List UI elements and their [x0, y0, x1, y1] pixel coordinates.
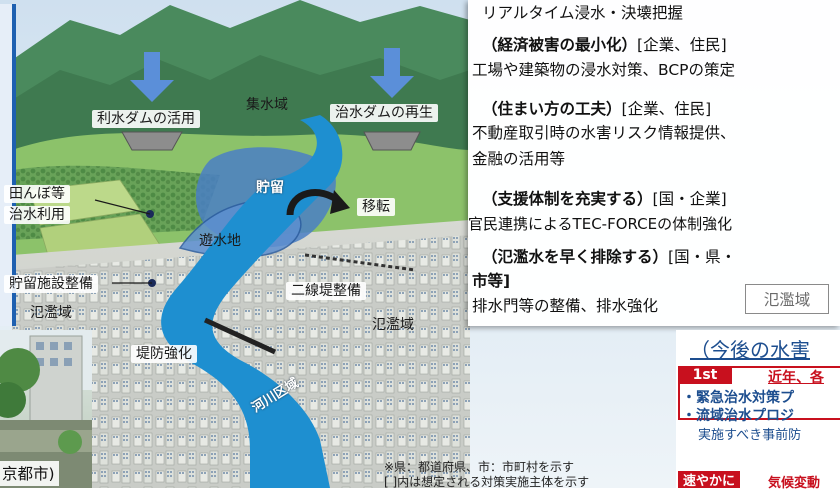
photo-caption: 京都市)	[0, 461, 59, 486]
second-badge: 速やかに	[678, 471, 740, 489]
river	[161, 115, 343, 488]
item-2-desc-2: 金融の活用等	[472, 150, 566, 168]
water-dam-structure	[121, 131, 183, 151]
relocation-arrowhead	[330, 190, 350, 214]
flood-dam-structure	[363, 131, 421, 151]
label-dam-regeneration: 治水ダムの再生	[330, 104, 438, 122]
item-3-actors: [国・企業]	[652, 190, 727, 208]
arrow-icon	[130, 52, 174, 102]
item-4-actors-2: 市等]	[472, 272, 511, 290]
flood-area-box: 氾濫域	[745, 284, 829, 314]
footnote-2: [ ]内は想定される対策実施主体を示す	[384, 475, 590, 489]
realtime-line: リアルタイム浸水・決壊把握	[482, 4, 684, 22]
label-secondary-levee: 二線堤整備	[286, 282, 366, 300]
item-4-desc: 排水門等の整備、排水強化	[472, 297, 659, 315]
item-2-actors: [企業、住民]	[621, 100, 712, 118]
label-paddy-line1: 田んぼ等	[4, 185, 70, 203]
item-3-heading: （支援体制を充実する）[国・企業]	[482, 190, 727, 208]
label-relocation: 移転	[357, 198, 395, 216]
callout-line	[94, 199, 151, 215]
label-dam-use: 利水ダムの活用	[92, 110, 200, 128]
item-2-title: （住まい方の工夫）	[482, 100, 622, 118]
item-2-heading: （住まい方の工夫）[企業、住民]	[482, 100, 712, 118]
item-3-title: （支援体制を充実する）	[482, 190, 653, 208]
item-4-actors-1: [国・県・	[668, 248, 737, 266]
item-2-desc-1: 不動産取引時の水害リスク情報提供、	[472, 124, 736, 142]
secondary-levee-line	[304, 253, 416, 272]
levee-line	[203, 317, 277, 355]
first-bullet-1: ・緊急治水対策プ	[682, 390, 794, 406]
item-4-heading: （氾濫水を早く排除する）[国・県・	[482, 248, 737, 266]
label-levee-strengthening: 堤防強化	[131, 345, 197, 363]
arrow-icon	[370, 48, 414, 98]
item-1-actors: [企業、住民]	[637, 36, 727, 54]
label-paddy-line2: 治水利用	[4, 206, 70, 224]
footnote-1: ※県：都道府県、市：市町村を示す	[384, 460, 575, 474]
label-catchment: 集水域	[246, 97, 288, 113]
item-4-title: （氾濫水を早く排除する）	[482, 248, 669, 266]
label-flood-area-center: 氾濫域	[372, 317, 414, 333]
label-storage-facility: 貯留施設整備	[4, 275, 98, 293]
item-3-desc: 官民連携によるTEC-FORCEの体制強化	[468, 215, 733, 233]
first-sub-1: 実施すべき事前防	[698, 428, 802, 443]
label-storage: 貯留	[256, 180, 284, 196]
left-panel-edge	[0, 4, 16, 326]
first-heading: 近年、各	[768, 370, 824, 386]
item-1-heading: （経済被害の最小化）[企業、住民]	[482, 36, 727, 54]
measures-panel: リアルタイム浸水・決壊把握 （経済被害の最小化）[企業、住民] 工場や建築物の浸…	[468, 0, 840, 326]
first-bullet-2: ・流域治水プロジ	[682, 408, 794, 424]
first-badge: 1st	[678, 366, 732, 384]
item-1-title: （経済被害の最小化）	[482, 36, 638, 54]
second-heading: 気候変動	[768, 476, 821, 491]
label-flood-area-left: 氾濫域	[30, 305, 72, 321]
future-title: （今後の水害	[690, 338, 810, 362]
label-retarding-basin: 遊水地	[199, 233, 241, 249]
item-1-desc: 工場や建築物の浸水対策、BCPの策定	[472, 61, 736, 79]
